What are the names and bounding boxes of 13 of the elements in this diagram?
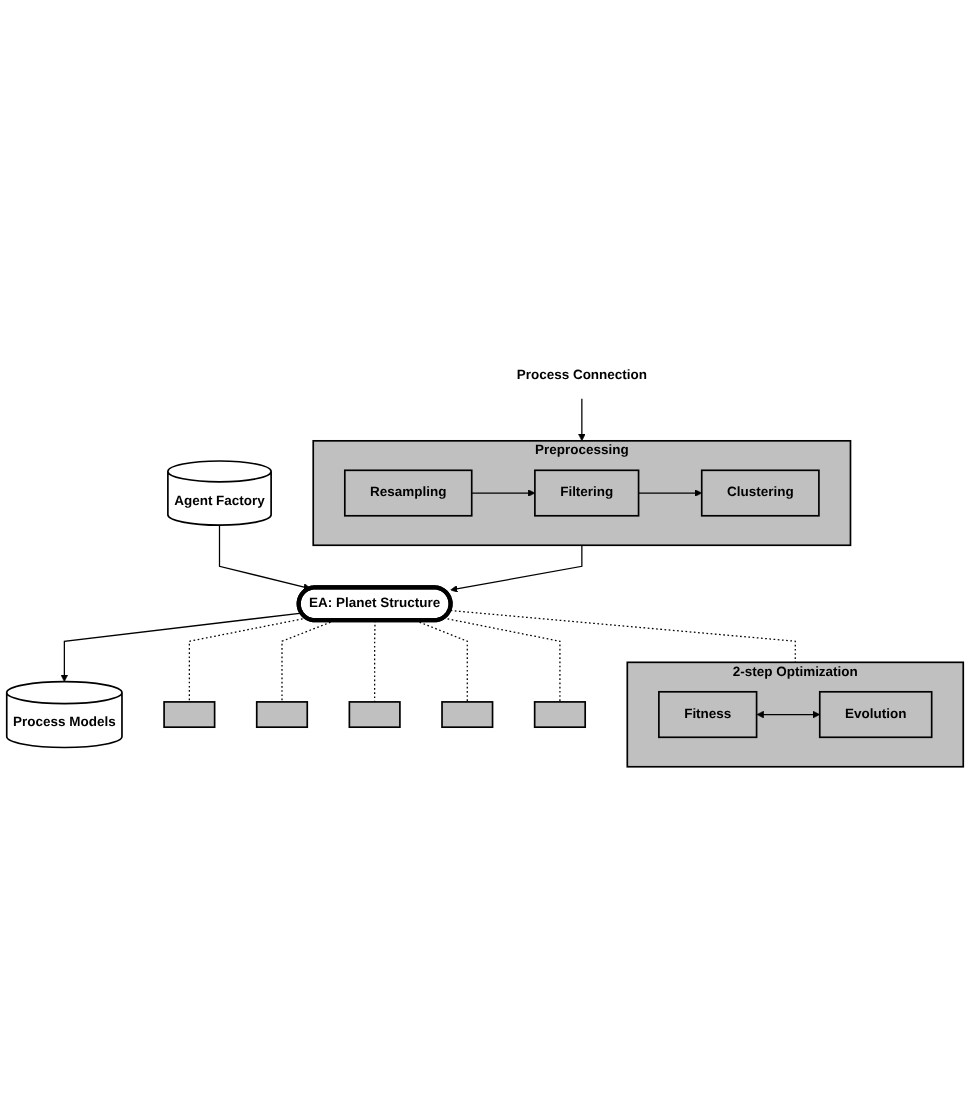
arrow <box>471 489 536 497</box>
arrow <box>637 489 703 497</box>
node-box <box>533 701 587 728</box>
node-box <box>163 701 216 728</box>
arrow <box>756 710 821 719</box>
arrow <box>578 398 586 442</box>
connector <box>449 609 796 663</box>
arrow <box>218 524 311 591</box>
node-box <box>348 701 401 728</box>
arrow <box>60 612 303 682</box>
node-box <box>441 701 494 728</box>
arrow <box>450 544 583 593</box>
node-box <box>255 701 309 728</box>
